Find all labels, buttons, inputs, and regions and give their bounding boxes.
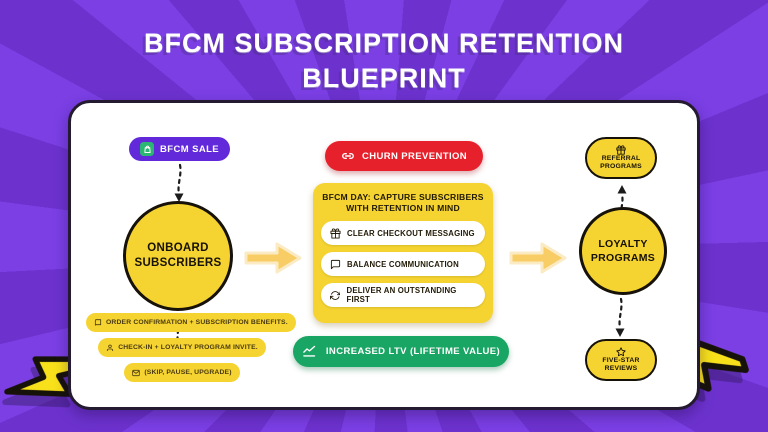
gift-icon xyxy=(330,227,341,239)
churn-prevention-label: CHURN PREVENTION xyxy=(361,150,468,162)
bfcm-day-heading: BFCM DAY: CAPTURE SUBSCRIBERS WITH RETEN… xyxy=(321,192,485,214)
person-icon xyxy=(107,344,114,351)
star-icon xyxy=(616,346,626,356)
blueprint-panel: BFCM SALE ONBOARD SUBSCRIBERS ORDER CONF… xyxy=(68,100,700,410)
onboard-line1: ONBOARD xyxy=(147,242,209,254)
list-item-label: (SKIP, PAUSE, UPGRADE) xyxy=(144,369,232,376)
list-item: ORDER CONFIRMATION + SUBSCRIPTION BENEFI… xyxy=(86,313,296,332)
loyalty-line2: PROGRAMS xyxy=(590,252,656,264)
churn-prevention-pill: CHURN PREVENTION xyxy=(325,141,483,171)
dashed-arrow-down xyxy=(174,163,184,202)
flow-arrow-right-icon xyxy=(244,242,302,274)
onboard-subscribers-node: ONBOARD SUBSCRIBERS xyxy=(123,201,233,311)
gift-icon xyxy=(616,144,626,155)
onboarding-checklist: ORDER CONFIRMATION + SUBSCRIPTION BENEFI… xyxy=(86,313,296,388)
page-title-line1: BFCM SUBSCRIPTION RETENTION xyxy=(143,28,624,58)
speech-bubble-icon xyxy=(330,259,341,269)
heading-line1: BFCM DAY: CAPTURE SUBSCRIBERS xyxy=(322,192,484,202)
list-item: CHECK-IN + LOYALTY PROGRAM INVITE. xyxy=(98,338,266,357)
retention-item: BALANCE COMMUNICATION xyxy=(321,252,485,276)
refresh-icon xyxy=(330,290,341,300)
envelope-icon xyxy=(132,369,141,376)
retention-item: DELIVER AN OUTSTANDING FIRST xyxy=(321,283,485,307)
reviews-line1: FIVE-STAR xyxy=(602,356,640,364)
loyalty-line1: LOYALTY xyxy=(598,238,648,250)
dashed-arrow-down xyxy=(615,297,625,337)
increased-ltv-pill: INCREASED LTV (LIFETIME VALUE) xyxy=(293,336,509,367)
link-icon xyxy=(342,152,354,160)
heading-line2: WITH RETENTION IN MIND xyxy=(346,203,460,213)
page-title: BFCM SUBSCRIPTION RETENTION BLUEPRINT xyxy=(0,26,768,96)
five-star-reviews-node: FIVE-STAR REVIEWS xyxy=(585,339,657,381)
retention-item-label: BALANCE COMMUNICATION xyxy=(347,259,459,269)
reviews-line2: REVIEWS xyxy=(604,365,638,372)
receipt-icon xyxy=(94,318,102,326)
referral-line1: REFERRAL xyxy=(601,154,641,162)
flow-arrow-right-icon xyxy=(509,242,567,274)
shopping-bag-icon xyxy=(140,142,154,156)
retention-item-label: CLEAR CHECKOUT MESSAGING xyxy=(347,228,475,238)
line-chart-icon xyxy=(303,345,316,357)
onboard-line2: SUBSCRIBERS xyxy=(134,257,222,269)
increased-ltv-label: INCREASED LTV (LIFETIME VALUE) xyxy=(325,346,501,357)
list-item: (SKIP, PAUSE, UPGRADE) xyxy=(124,363,240,382)
list-item-label: ORDER CONFIRMATION + SUBSCRIPTION BENEFI… xyxy=(106,319,288,326)
bfcm-sale-badge: BFCM SALE xyxy=(129,137,231,161)
list-item-label: CHECK-IN + LOYALTY PROGRAM INVITE. xyxy=(118,344,258,351)
retention-item: CLEAR CHECKOUT MESSAGING xyxy=(321,221,485,245)
bfcm-day-box: BFCM DAY: CAPTURE SUBSCRIBERS WITH RETEN… xyxy=(313,183,493,323)
loyalty-programs-node: LOYALTY PROGRAMS xyxy=(579,207,667,295)
page-title-line2: BLUEPRINT xyxy=(302,63,466,93)
referral-programs-node: REFERRAL PROGRAMS xyxy=(585,137,657,179)
bfcm-sale-label: BFCM SALE xyxy=(160,143,220,155)
retention-item-label: DELIVER AN OUTSTANDING FIRST xyxy=(346,286,457,304)
referral-line2: PROGRAMS xyxy=(600,163,642,170)
